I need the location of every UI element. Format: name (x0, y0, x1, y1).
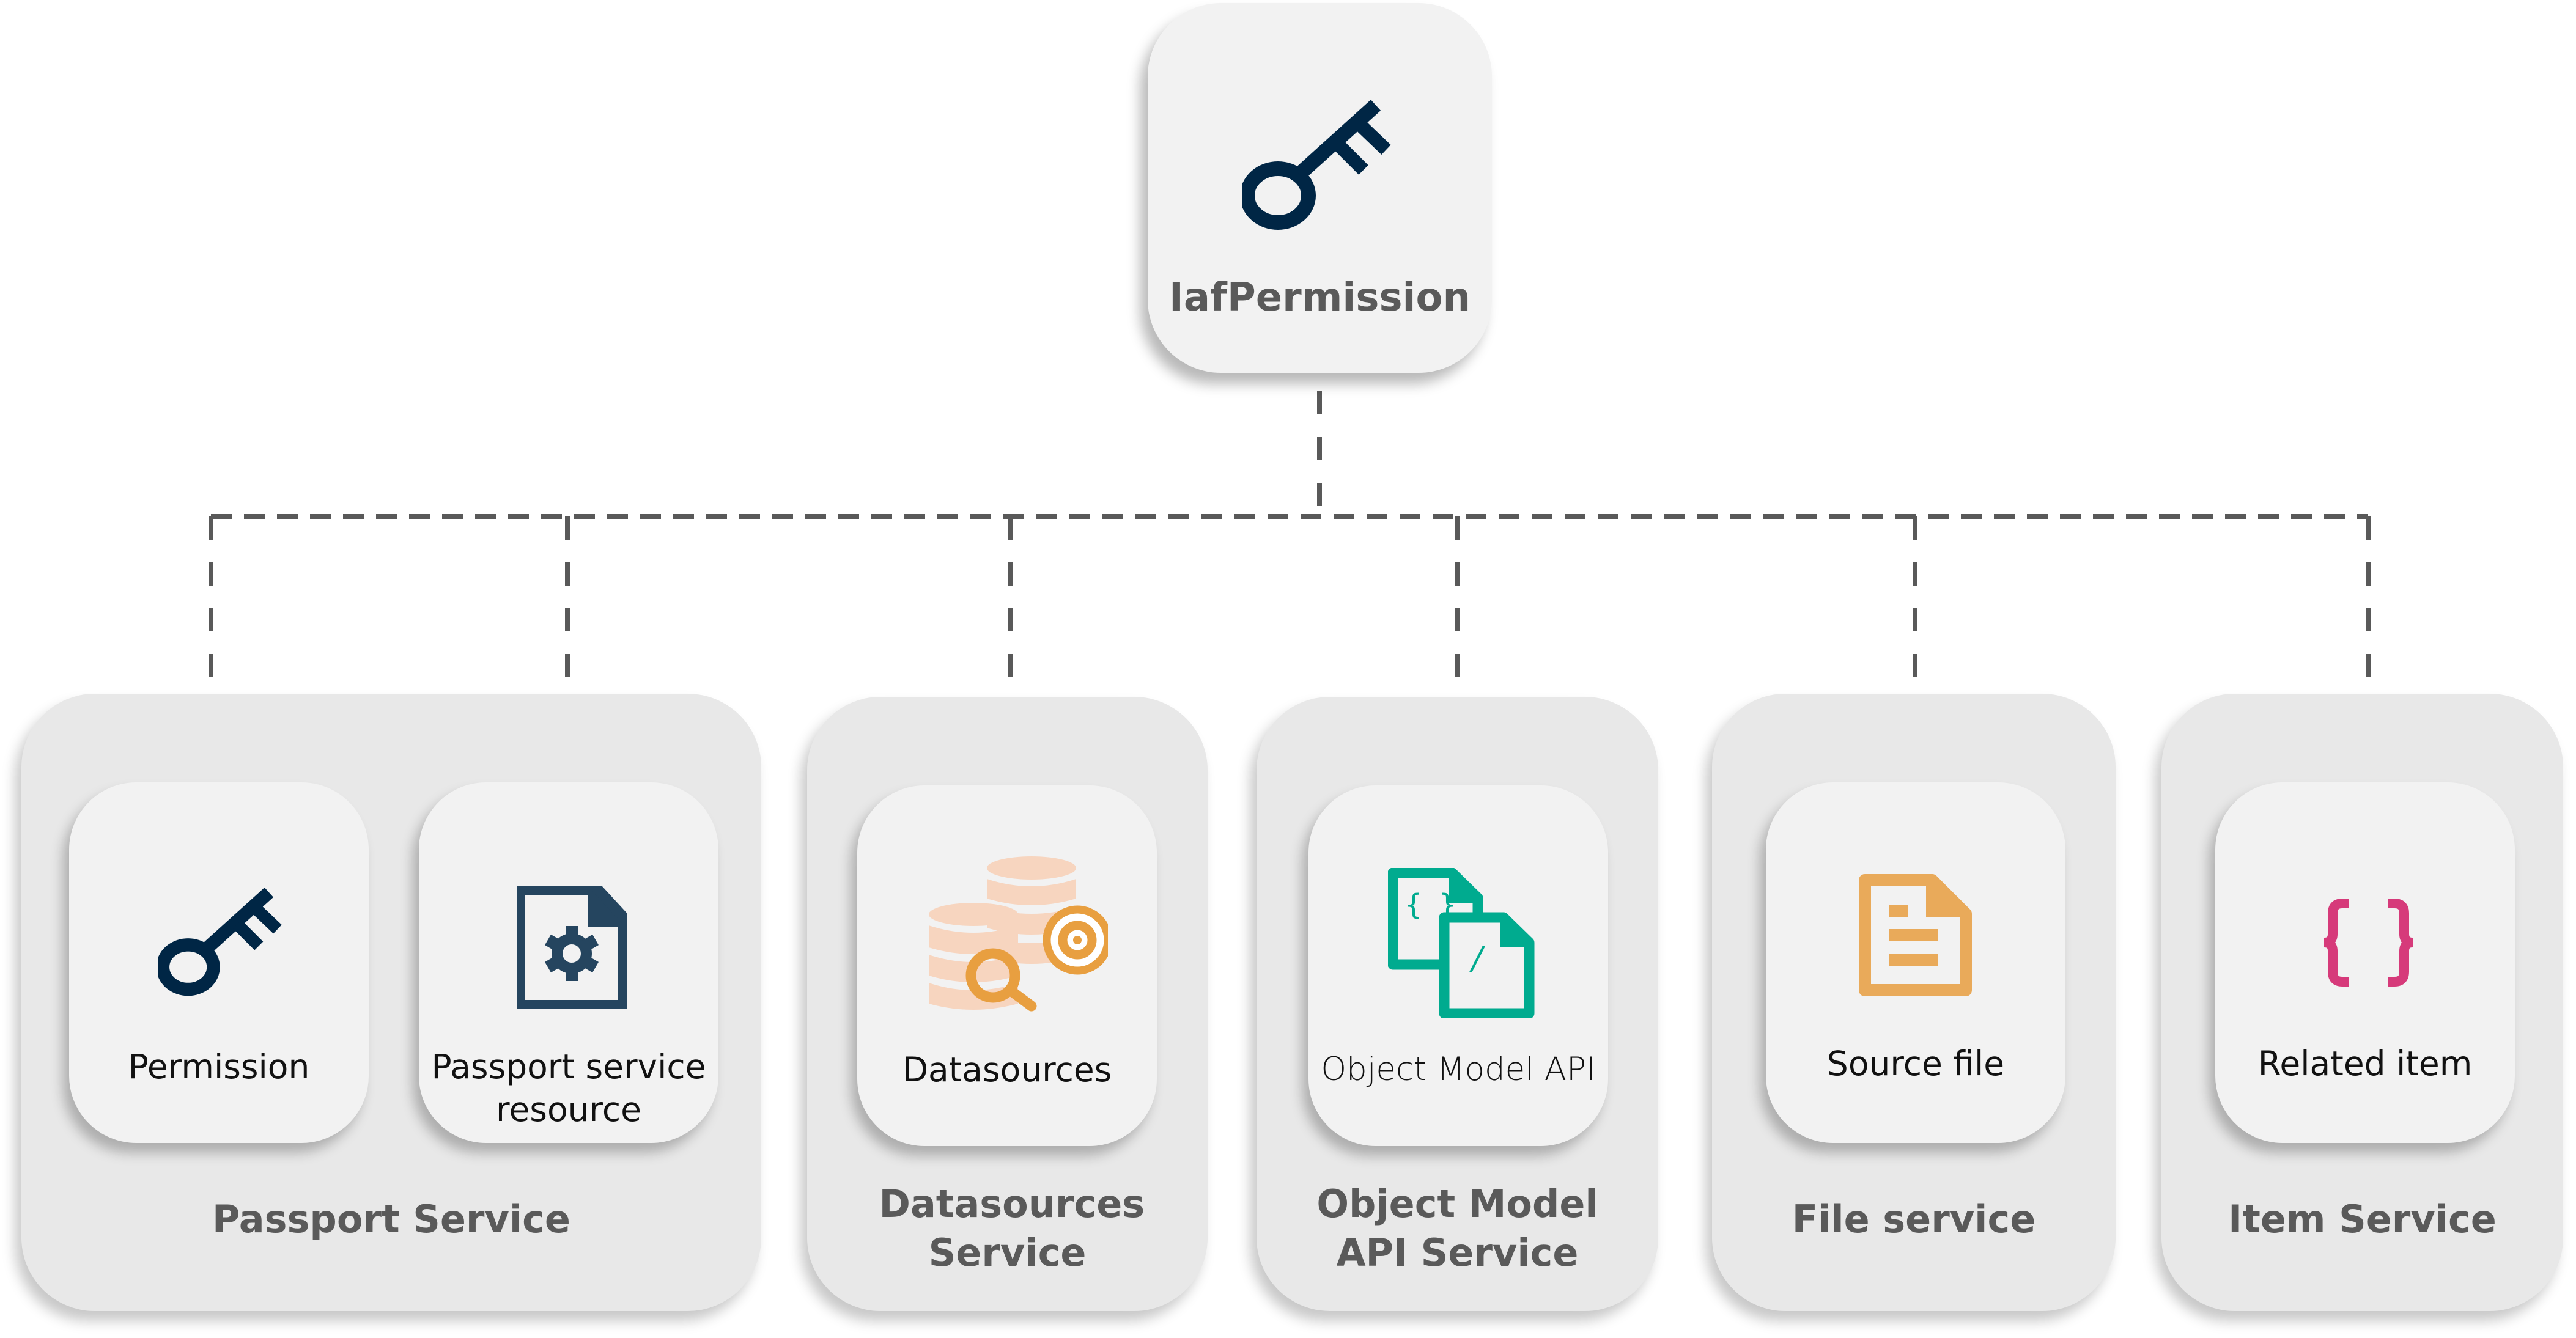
node-label: Permission (128, 1047, 310, 1086)
group-object-model-api-service[interactable]: { } / Object Model API Object Model API … (1257, 697, 1658, 1311)
settings-file-icon (517, 886, 627, 1009)
root-node-iafpermission[interactable]: IafPermission (1148, 3, 1492, 373)
document-icon (1859, 874, 1972, 996)
node-permission[interactable]: Permission (69, 782, 369, 1143)
root-node-label: IafPermission (1169, 275, 1471, 320)
group-item-service[interactable]: Related item Item Service (2161, 694, 2563, 1311)
node-label: Object Model API (1321, 1051, 1596, 1088)
node-label: Source file (1826, 1044, 2005, 1083)
node-source-file[interactable]: Source file (1766, 782, 2065, 1143)
group-label: File service (1792, 1197, 2036, 1241)
curly-braces-icon (2323, 899, 2413, 987)
node-passport-service-resource[interactable]: Passport service resource (419, 782, 718, 1143)
node-label: Related item (2257, 1044, 2473, 1083)
group-label: Object Model API Service (1257, 1180, 1658, 1277)
node-object-model-api[interactable]: { } / Object Model API (1308, 785, 1608, 1146)
database-search-icon (929, 856, 1108, 1012)
group-label: Datasources Service (807, 1180, 1208, 1277)
code-files-icon: { } / (1388, 868, 1535, 1018)
group-datasources-service[interactable]: Datasources Datasources Service (807, 697, 1208, 1311)
group-label-text: Object Model API Service (1316, 1182, 1598, 1275)
node-label-text: Passport service resource (431, 1047, 706, 1129)
group-passport-service[interactable]: Permission Passport service resource Pas… (21, 694, 761, 1311)
group-label-text: Datasources Service (879, 1182, 1145, 1275)
key-icon (1242, 100, 1391, 230)
node-related-item[interactable]: Related item (2215, 782, 2515, 1143)
svg-text:{ }: { } (1405, 888, 1456, 921)
group-file-service[interactable]: Source file File service (1712, 694, 2116, 1311)
node-label: Passport service resource (419, 1045, 718, 1131)
node-datasources[interactable]: Datasources (857, 785, 1157, 1146)
group-label: Item Service (2228, 1197, 2497, 1241)
group-label: Passport Service (212, 1197, 570, 1241)
node-label: Datasources (902, 1050, 1112, 1089)
key-icon (158, 887, 282, 996)
